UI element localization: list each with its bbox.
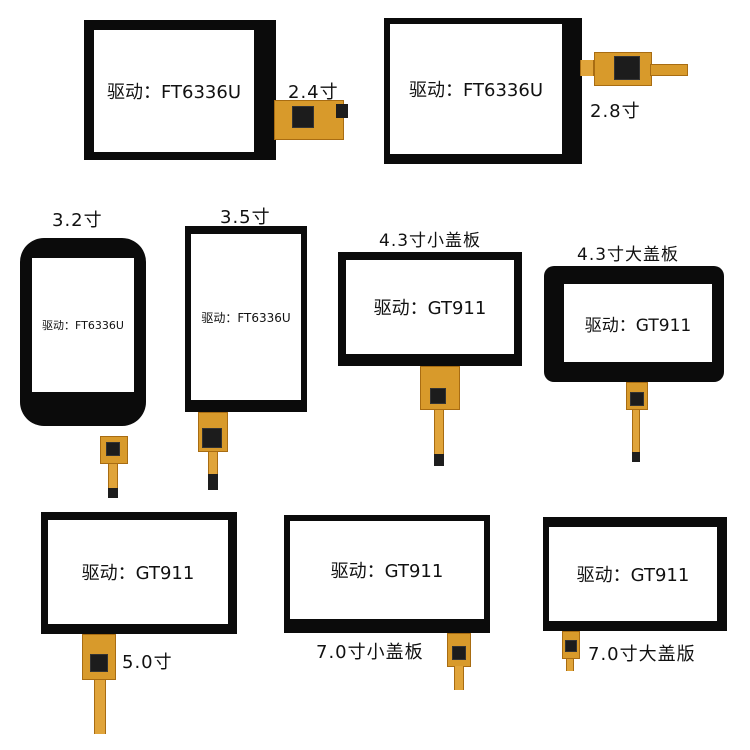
panel-7-0-small-fpc-stem [454,666,464,690]
panel-5-0-fpc [82,634,116,680]
panel-7-0-large: 驱动：GT911 [543,517,727,631]
panel-7-0-large-size-label: 7.0寸大盖版 [588,644,696,665]
panel-4-3-small-chip [430,388,446,404]
panel-7-0-large-screen: 驱动：GT911 [549,527,717,621]
panel-7-0-small-chip [452,646,466,660]
panel-5-0-driver: 驱动：GT911 [81,563,195,584]
panel-3-2-connector [108,488,118,498]
panel-2-8-screen: 驱动：FT6336U [390,24,562,154]
panel-3-5: 驱动：FT6336U [185,226,307,412]
panel-4-3-small: 驱动：GT911 [338,252,522,366]
panel-7-0-small-driver: 驱动：GT911 [330,561,444,582]
panel-4-3-large: 驱动：GT911 [544,266,724,382]
panel-4-3-large-connector [632,452,640,462]
panel-2-8-size-label: 2.8寸 [590,101,641,122]
panel-4-3-small-fpc-stem [434,410,444,460]
panel-3-5-fpc-stem [208,452,218,474]
panel-2-8-fpc-stem [580,60,594,76]
panel-3-5-screen: 驱动：FT6336U [191,234,301,400]
panel-7-0-small-size-label: 7.0寸小盖板 [316,642,424,663]
panel-2-4-size-label: 2.4寸 [288,82,339,103]
panel-7-0-large-driver: 驱动：GT911 [576,565,690,586]
panel-3-2-driver: 驱动：FT6336U [42,319,124,332]
panel-5-0-chip [90,654,108,672]
panel-4-3-large-driver: 驱动：GT911 [584,315,692,336]
panel-4-3-small-screen: 驱动：GT911 [346,260,514,354]
panel-4-3-large-fpc-stem [632,410,640,454]
panel-2-8-driver: 驱动：FT6336U [408,80,543,101]
panel-5-0-screen: 驱动：GT911 [48,520,228,624]
panel-5-0-size-label: 5.0寸 [122,652,173,673]
panel-5-0: 驱动：GT911 [41,512,237,634]
panel-3-2-chip [106,442,120,456]
panel-4-3-small-size-label: 4.3寸小盖板 [379,231,482,251]
panel-4-3-large-size-label: 4.3寸大盖板 [577,245,680,265]
panel-4-3-small-driver: 驱动：GT911 [373,298,487,319]
panel-2-4-chip [292,106,314,128]
panel-4-3-small-connector [434,454,444,466]
panel-3-2: 驱动：FT6336U [20,238,146,426]
panel-3-2-screen: 驱动：FT6336U [32,258,134,392]
panel-7-0-large-chip [565,640,577,652]
panel-3-5-size-label: 3.5寸 [220,207,271,228]
panel-3-5-driver: 驱动：FT6336U [201,310,291,325]
panel-2-4-driver: 驱动：FT6336U [106,82,241,103]
panel-5-0-fpc-stem [94,680,106,734]
panel-4-3-large-screen: 驱动：GT911 [564,284,712,362]
panel-3-5-chip [202,428,222,448]
panel-7-0-large-fpc-stem [566,659,574,671]
panel-2-8: 驱动：FT6336U [384,18,582,164]
panel-3-2-size-label: 3.2寸 [52,210,103,231]
panel-2-8-fpc-tail [650,64,688,76]
panel-4-3-large-chip [630,392,644,406]
panel-2-4-screen: 驱动：FT6336U [94,30,254,152]
panel-3-2-fpc-stem [108,464,118,490]
panel-2-4-connector [336,104,348,118]
panel-2-4: 驱动：FT6336U [84,20,276,160]
panel-7-0-small-screen: 驱动：GT911 [290,521,484,619]
panel-2-8-chip [614,56,640,80]
panel-3-5-connector [208,474,218,490]
panel-7-0-small: 驱动：GT911 [284,515,490,633]
